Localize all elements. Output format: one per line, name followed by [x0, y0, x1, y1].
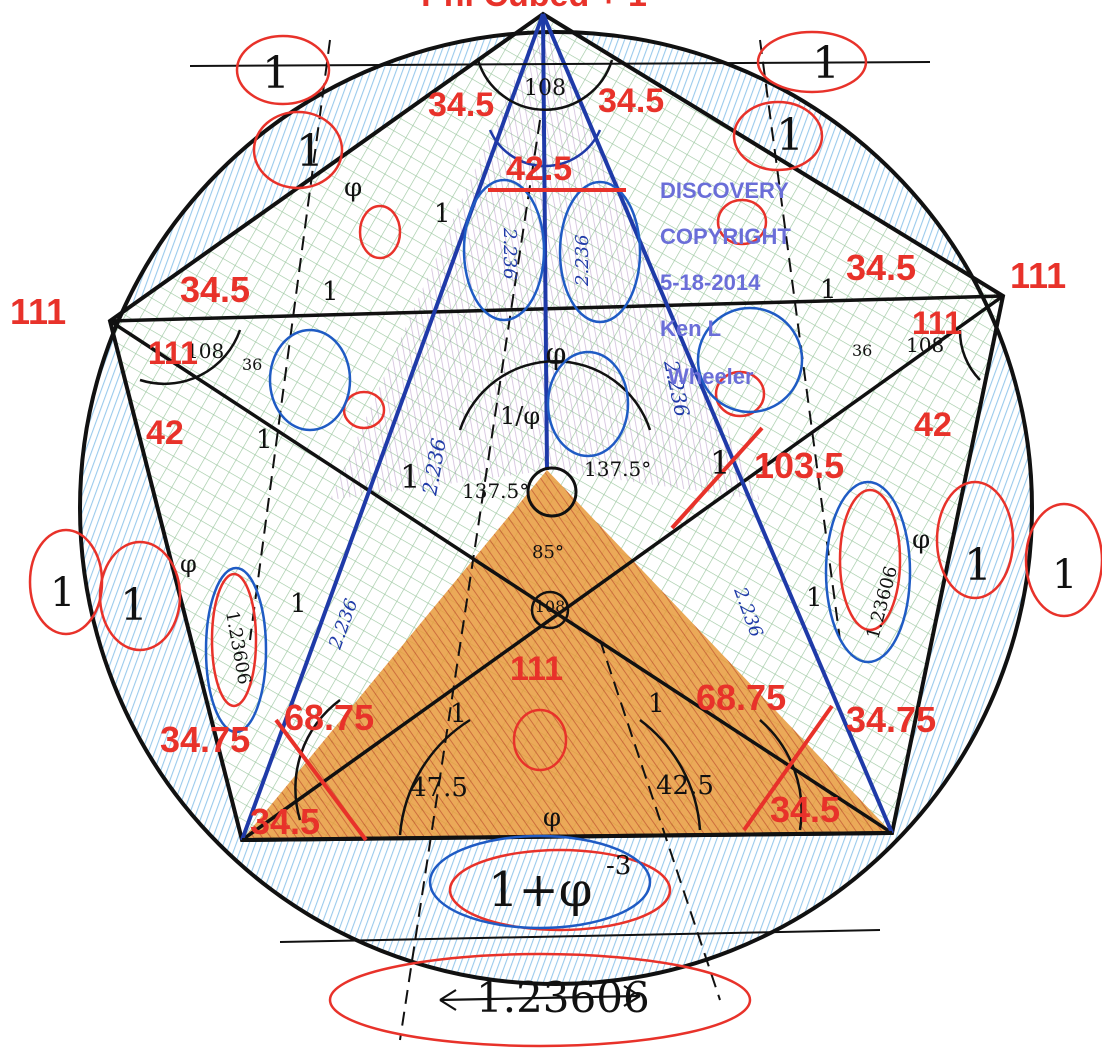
label-bottom-right-base: 34.5	[770, 789, 840, 830]
diagram-title: Phi Cubed + 1	[421, 0, 647, 14]
label-right-inner: 111	[912, 305, 962, 341]
label-apex-right: 34.5	[598, 82, 664, 120]
phi-left: φ	[344, 173, 362, 203]
center-circle	[526, 466, 578, 518]
right-center-angle: 137.5°	[584, 457, 651, 481]
pentagram-lines	[109, 294, 1005, 842]
left-vertex-angle: 108	[186, 339, 224, 363]
label-left-lower: 42	[146, 414, 184, 452]
center-circle-lower	[530, 590, 570, 630]
watermark-line-3: 5-18-2014	[660, 270, 761, 295]
label-right-vertex-angle: 34.5	[846, 247, 916, 288]
top-tangent	[189, 61, 931, 67]
right-vertex-angle: 108	[906, 333, 944, 357]
phi-center: φ	[545, 337, 566, 372]
one-over-phi: 1/φ	[500, 402, 540, 430]
apex-angle: 108	[524, 76, 566, 101]
inner-measure-top-right: 2.236	[572, 234, 593, 287]
one-mid-left: 1	[322, 277, 339, 307]
one-apex-left: 1	[434, 199, 451, 229]
center-small-angle: 85°	[532, 542, 564, 563]
label-apex-left: 34.5	[428, 86, 494, 124]
red-bars	[274, 188, 834, 842]
construction-dashes	[249, 39, 841, 1041]
one-upper-left: 1	[296, 126, 324, 177]
label-apex-inner: 42.5	[506, 150, 572, 188]
one-left-diag: 1	[256, 425, 273, 455]
blue-rings	[204, 178, 912, 930]
one-left-edge: 1	[120, 580, 148, 631]
label-left-vertex: 111	[10, 291, 66, 332]
one-left-inner: 1	[290, 589, 307, 619]
watermark-line-2: COPYRIGHT	[660, 224, 791, 249]
watermark-line-1: DISCOVERY	[660, 178, 789, 203]
one-far-right: 1	[1052, 552, 1077, 598]
bottom-measure: 1.23606	[476, 973, 650, 1022]
watermark-line-5: Wheeler	[668, 364, 754, 389]
label-bottom-right-outer: 34.75	[846, 699, 936, 740]
bottom-tangent	[279, 929, 881, 943]
label-right-mid: 103.5	[754, 445, 844, 486]
label-right-vertex: 111	[1010, 255, 1066, 296]
left-small-angle: 36	[242, 355, 262, 374]
one-right-edge: 1	[964, 540, 992, 591]
one-top-left: 1	[262, 48, 290, 99]
watermark-line-4: Ken L	[660, 316, 721, 341]
orange-triangle	[242, 470, 892, 840]
left-center-angle: 137.5°	[462, 479, 529, 503]
one-base-right: 1	[648, 689, 665, 719]
center-angle: 108	[535, 597, 566, 616]
edge-arrows	[439, 985, 641, 1011]
right-small-angle: 36	[852, 341, 872, 360]
phi-left-edge: φ	[180, 550, 197, 578]
inner-measure-top-left: 2.236	[499, 227, 520, 280]
base-expression: 1+φ	[488, 862, 592, 918]
label-bottom-left-inner: 68.75	[284, 697, 374, 738]
outer-circle	[78, 30, 1034, 986]
one-mid-center: 1	[710, 444, 730, 482]
base-right-angle: 42.5	[656, 771, 714, 801]
one-base-left: 1	[450, 699, 467, 729]
one-left-lower: 1	[400, 458, 420, 496]
phi-base: φ	[543, 803, 561, 833]
one-top-right: 1	[812, 38, 840, 89]
one-right-inner: 1	[806, 583, 823, 613]
label-left-inner: 111	[148, 335, 198, 371]
label-bottom-left-outer: 34.75	[160, 719, 250, 760]
label-bottom-right-inner: 68.75	[696, 677, 786, 718]
label-left-vertex-angle: 34.5	[180, 269, 250, 310]
one-upper-right: 1	[776, 110, 804, 161]
base-left-angle: 47.5	[410, 773, 468, 803]
one-right-diag: 1	[820, 275, 837, 305]
base-exponent: -3	[606, 851, 631, 881]
label-center-low: 111	[510, 650, 563, 688]
label-bottom-left-base: 34.5	[250, 801, 320, 842]
one-far-left: 1	[50, 570, 75, 616]
phi-right: φ	[912, 525, 930, 555]
label-right-lower: 42	[914, 406, 952, 444]
red-rings	[28, 30, 1102, 1048]
